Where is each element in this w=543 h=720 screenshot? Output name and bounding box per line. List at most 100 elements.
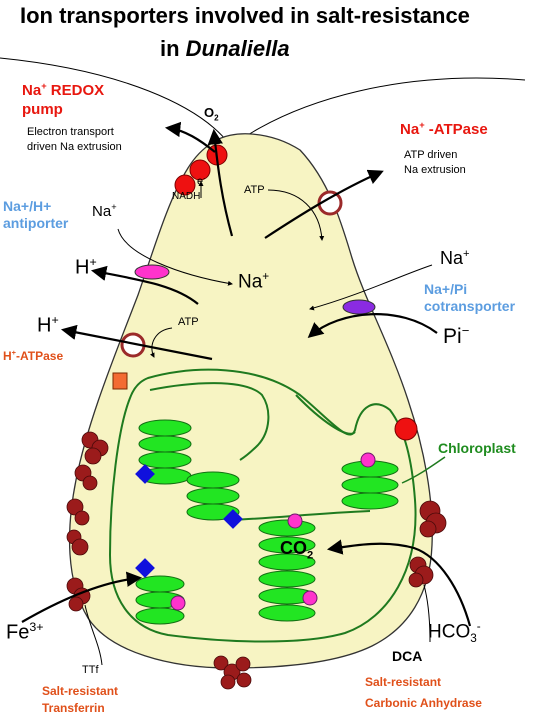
h-atpase-suffix: -ATPase bbox=[16, 349, 64, 363]
pi-label: Pi− bbox=[443, 323, 469, 349]
cotransporter-ellipse bbox=[342, 299, 376, 315]
na-plus-cotransporter-text: Na bbox=[440, 248, 464, 268]
redox-pump-desc-line-1: Electron transport bbox=[27, 126, 114, 138]
h-plus-antiporter: H+ bbox=[75, 255, 97, 280]
nadh-label: NADH bbox=[172, 191, 201, 202]
thylakoid-stack-4 bbox=[258, 519, 316, 622]
na-plus-antiporter-text: Na bbox=[92, 203, 112, 220]
co2-label: CO2 bbox=[280, 538, 313, 562]
o2-text: O bbox=[204, 105, 215, 120]
h-plus-atpase-ion-sup: + bbox=[51, 313, 59, 327]
h-atpase-sup: + bbox=[11, 348, 17, 357]
title-species: Dunaliella bbox=[185, 36, 290, 61]
na-atpase-circle bbox=[317, 190, 343, 216]
atp-label-top: ATP bbox=[244, 184, 265, 196]
na-atpase-desc-line-2: Na extrusion bbox=[404, 164, 466, 176]
title-line-2-prefix: in bbox=[160, 36, 186, 61]
na-plus-center-sup: + bbox=[262, 270, 270, 283]
antiporter-label: Na+/H+ antiporter bbox=[3, 198, 68, 232]
flux-arrows bbox=[21, 121, 472, 627]
blue-diamond bbox=[135, 464, 155, 484]
fe3-sup: 3+ bbox=[29, 620, 44, 634]
cotransporter-label: Na+/Pi cotransporter bbox=[424, 281, 515, 315]
antiporter-line-1: Na+/H+ bbox=[3, 198, 52, 214]
pink-dot bbox=[287, 513, 303, 529]
hco3-sub: 3 bbox=[470, 632, 477, 646]
redox-pump-name-suffix: REDOX bbox=[46, 82, 105, 99]
fe3-label: Fe3+ bbox=[6, 620, 43, 645]
electron-text: e bbox=[197, 175, 204, 188]
transferrin-blobs bbox=[66, 431, 252, 690]
title-line-2: in Dunaliella bbox=[160, 36, 290, 62]
redox-pump-label: Na+ REDOX pump bbox=[22, 77, 104, 119]
pink-dot bbox=[302, 590, 318, 606]
anhydrase-label: Salt-resistant Carbonic Anhydrase bbox=[365, 672, 482, 714]
transferrin-line-2: Transferrin bbox=[42, 701, 105, 715]
na-plus-cotransporter-sup: + bbox=[463, 248, 470, 260]
redox-pump-name-line-2: pump bbox=[22, 101, 63, 118]
pink-dot bbox=[360, 452, 376, 468]
redox-pump-name-sup: + bbox=[41, 81, 47, 91]
transferrin-label: Salt-resistant Transferrin bbox=[42, 683, 118, 717]
na-atpase-desc: ATP driven Na extrusion bbox=[404, 148, 466, 178]
ttf-leader bbox=[84, 604, 103, 666]
h-plus-antiporter-sup: + bbox=[89, 255, 97, 269]
anhydrase-line-2: Carbonic Anhydrase bbox=[365, 696, 482, 710]
h-atpase-label: H+-ATPase bbox=[3, 348, 63, 363]
hco3-label: HCO3- bbox=[428, 620, 481, 645]
na-atpase-label: Na+ -ATPase bbox=[400, 120, 488, 138]
h-atpase-prefix: H bbox=[3, 349, 12, 363]
transferrin-line-1: Salt-resistant bbox=[42, 684, 119, 698]
anhydrase-line-1: Salt-resistant bbox=[365, 675, 442, 689]
antiporter-line-2: antiporter bbox=[3, 215, 69, 231]
cotransporter-line-1: Na+/Pi bbox=[424, 281, 468, 297]
redox-pump-desc: Electron transport driven Na extrusion bbox=[27, 125, 122, 155]
chloroplast-inner-line bbox=[295, 394, 356, 435]
na-atpase-name-sup: + bbox=[419, 120, 425, 130]
o2-label: O2 bbox=[204, 105, 219, 123]
chloroplast-label-leader bbox=[401, 456, 446, 484]
pi-sup: − bbox=[461, 323, 470, 338]
h-plus-atpase-ion-text: H bbox=[37, 314, 52, 337]
hco3-text: HCO bbox=[428, 621, 471, 643]
thylakoid-stack-3 bbox=[341, 460, 399, 510]
redox-pump-name-prefix: Na bbox=[22, 82, 42, 99]
co2-sub: 2 bbox=[307, 549, 314, 562]
na-atpase-desc-line-1: ATP driven bbox=[404, 149, 458, 161]
h-plus-atpase-ion: H+ bbox=[37, 313, 59, 338]
hco3-sup: - bbox=[476, 620, 481, 633]
chloroplast-label: Chloroplast bbox=[438, 440, 516, 456]
dca-blobs bbox=[408, 500, 447, 588]
dca-label: DCA bbox=[392, 648, 423, 664]
pink-dot bbox=[170, 595, 186, 611]
co2-text: CO bbox=[280, 538, 307, 558]
membrane-red-circle bbox=[394, 417, 418, 441]
orange-box bbox=[112, 372, 128, 390]
pi-text: Pi bbox=[443, 325, 462, 348]
thylakoid-stack-5 bbox=[135, 575, 185, 625]
cotransporter-line-2: cotransporter bbox=[424, 298, 516, 314]
na-plus-antiporter: Na+ bbox=[92, 202, 117, 220]
redox-pump-desc-line-2: driven Na extrusion bbox=[27, 141, 122, 153]
cell-membrane bbox=[68, 133, 433, 669]
title-line-1: Ion transporters involved in salt-resist… bbox=[20, 3, 470, 28]
chloroplast-outline bbox=[108, 368, 417, 643]
electron-label: e- bbox=[197, 175, 205, 188]
h-plus-antiporter-text: H bbox=[75, 256, 90, 279]
dca-leader bbox=[423, 584, 431, 643]
atp-label-lower: ATP bbox=[178, 316, 199, 328]
fe3-text: Fe bbox=[6, 621, 30, 644]
na-plus-center: Na+ bbox=[238, 270, 269, 293]
na-plus-center-text: Na bbox=[238, 271, 263, 293]
thylakoid-stack-2 bbox=[186, 471, 240, 521]
flagellum-right bbox=[239, 77, 526, 141]
na-plus-antiporter-sup: + bbox=[111, 202, 117, 212]
chloroplast-inner-loop bbox=[149, 382, 270, 461]
na-atpase-name-suffix: -ATPase bbox=[424, 121, 488, 138]
electron-sup: - bbox=[203, 175, 206, 182]
ttf-label: TTf bbox=[82, 664, 99, 676]
na-atpase-name-prefix: Na bbox=[400, 121, 420, 138]
thylakoid-stack-1 bbox=[138, 419, 192, 485]
na-plus-cotransporter: Na+ bbox=[440, 248, 470, 269]
